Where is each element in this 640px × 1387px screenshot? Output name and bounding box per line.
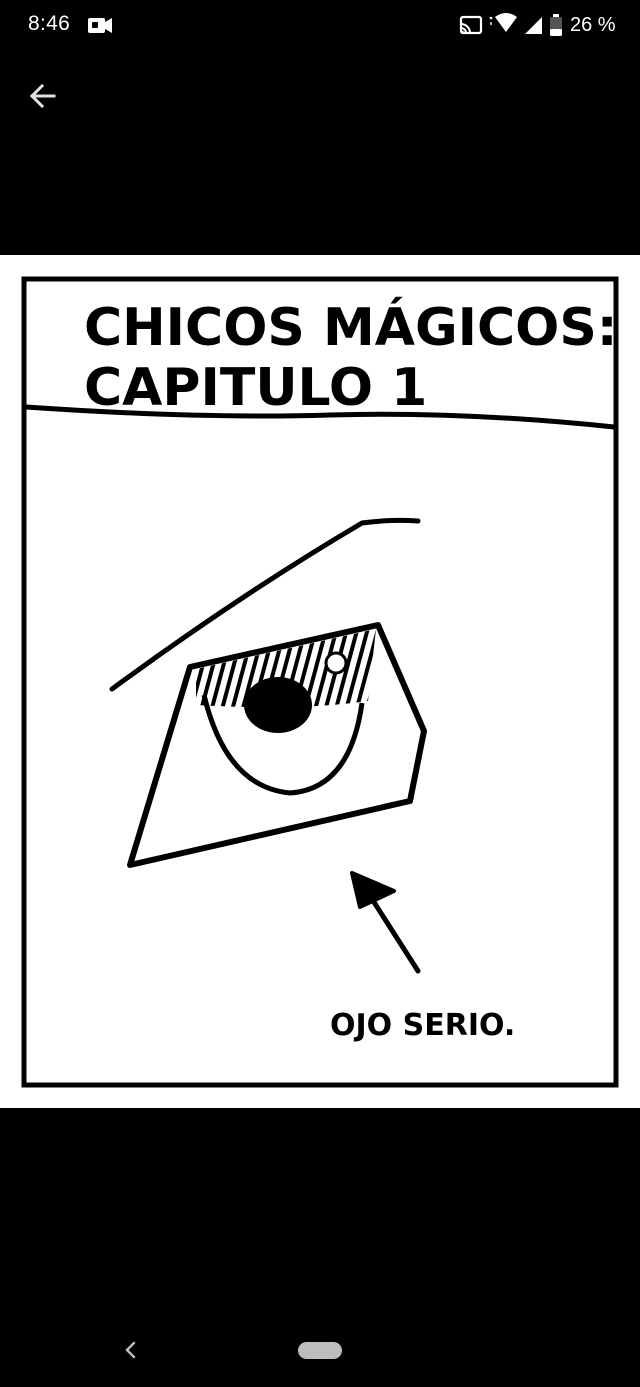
comic-panel: CHICOS MÁGICOS: CAPITULO 1 OJO SERIO. (21, 276, 619, 1088)
wifi-icon (489, 13, 517, 32)
pupil (244, 677, 312, 733)
cast-icon (459, 15, 483, 35)
cell-signal-icon (525, 17, 542, 34)
navigation-bar (0, 1318, 640, 1387)
battery-percent: 26 % (570, 14, 616, 36)
eye-highlight (324, 651, 348, 675)
iris-hatching (196, 629, 376, 708)
video-camera-icon (88, 18, 112, 33)
comic-title-line2: CAPITULO 1 (84, 358, 427, 418)
bottom-area (0, 1108, 640, 1387)
eyebrow-stroke (109, 517, 421, 692)
arrow-back-icon[interactable] (20, 72, 68, 120)
arrow-shaft (369, 896, 421, 974)
status-bar: 8:46 26 % (0, 0, 640, 52)
eye-outline (127, 622, 427, 868)
app-bar (0, 52, 640, 255)
image-viewer[interactable]: CHICOS MÁGICOS: CAPITULO 1 OJO SERIO. (0, 255, 640, 1108)
home-pill-icon[interactable] (298, 1342, 342, 1359)
comic-title-line1: CHICOS MÁGICOS: (84, 297, 618, 358)
status-time: 8:46 (28, 12, 71, 35)
title-divider (25, 404, 615, 430)
chevron-left-icon[interactable] (116, 1334, 144, 1366)
comic-caption: OJO SERIO. (330, 1008, 515, 1043)
iris-arc (201, 694, 365, 796)
battery-icon (550, 14, 562, 36)
arrow-head (350, 871, 396, 909)
